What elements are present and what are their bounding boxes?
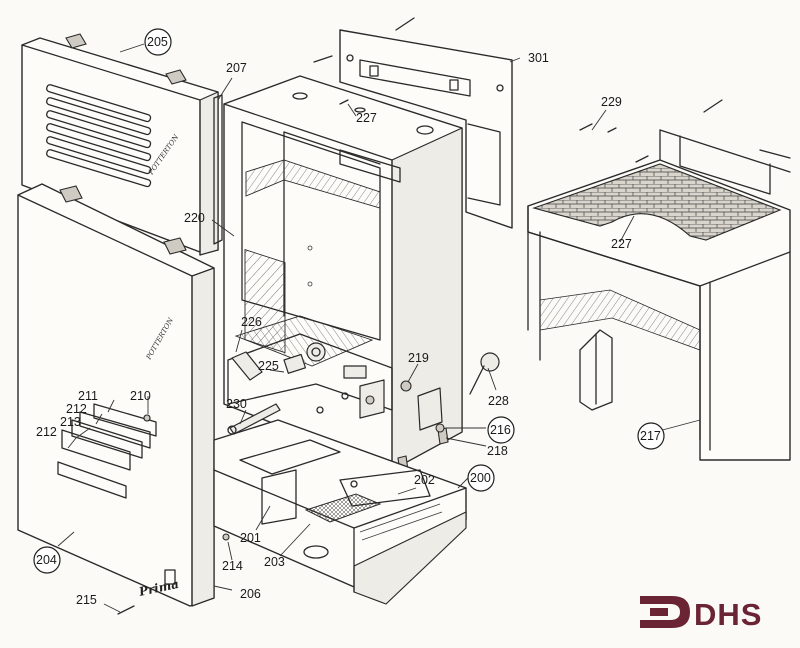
label-211: 211	[78, 389, 98, 403]
rear-mounting-plate	[339, 29, 513, 229]
label-206: 206	[240, 587, 261, 601]
side-bracket	[417, 387, 443, 431]
label-207: 207	[226, 61, 247, 75]
screw-214	[222, 533, 230, 541]
label-212-upper: 212	[66, 402, 87, 416]
label-227-right: 227	[611, 237, 632, 251]
dhs-logo-mark	[640, 596, 690, 628]
sight-glass-assembly	[57, 403, 157, 499]
callout-205: 205	[147, 35, 168, 49]
callout-204: 204	[36, 553, 57, 567]
knob	[400, 380, 412, 392]
leader-lines	[57, 43, 701, 613]
control-box	[213, 419, 467, 605]
label-301: 301	[528, 51, 549, 65]
burner-bracket	[231, 351, 263, 381]
callout-circle-216	[487, 416, 515, 444]
label-227-left: 227	[356, 111, 377, 125]
label-228: 228	[488, 394, 509, 408]
rod-with-disc	[469, 352, 500, 395]
label-220: 220	[184, 211, 205, 225]
label-226: 226	[241, 315, 262, 329]
label-230: 230	[226, 397, 247, 411]
top-panel-louvres	[46, 84, 152, 188]
screw-210	[143, 414, 151, 422]
label-214: 214	[222, 559, 243, 573]
wall-screw	[395, 17, 415, 31]
side-trim-strip	[213, 94, 223, 245]
label-219: 219	[408, 351, 429, 365]
callout-217: 217	[640, 429, 661, 443]
label-202: 202	[414, 473, 435, 487]
callout-circle-205	[144, 28, 172, 56]
callout-circle-200	[467, 464, 495, 492]
callout-circle-204	[33, 546, 61, 574]
thermostat-sensor	[229, 403, 281, 435]
label-203: 203	[264, 555, 285, 569]
screw-215	[117, 605, 135, 615]
label-215: 215	[76, 593, 97, 607]
callout-circle-217	[637, 422, 665, 450]
label-229: 229	[601, 95, 622, 109]
label-201: 201	[240, 531, 261, 545]
label-210: 210	[130, 389, 151, 403]
rating-plate-badge	[164, 569, 176, 585]
label-218: 218	[487, 444, 508, 458]
label-225: 225	[258, 359, 279, 373]
label-212-lower: 212	[36, 425, 57, 439]
flue-hood-assembly	[527, 129, 791, 461]
dhs-logo-text: DHS	[694, 597, 762, 632]
callout-200: 200	[470, 471, 491, 485]
dhs-logo: DHS	[640, 596, 762, 632]
front-case-panel: POTTERTON Prima	[17, 183, 215, 607]
label-213: 213	[60, 415, 81, 429]
callout-216: 216	[490, 423, 511, 437]
